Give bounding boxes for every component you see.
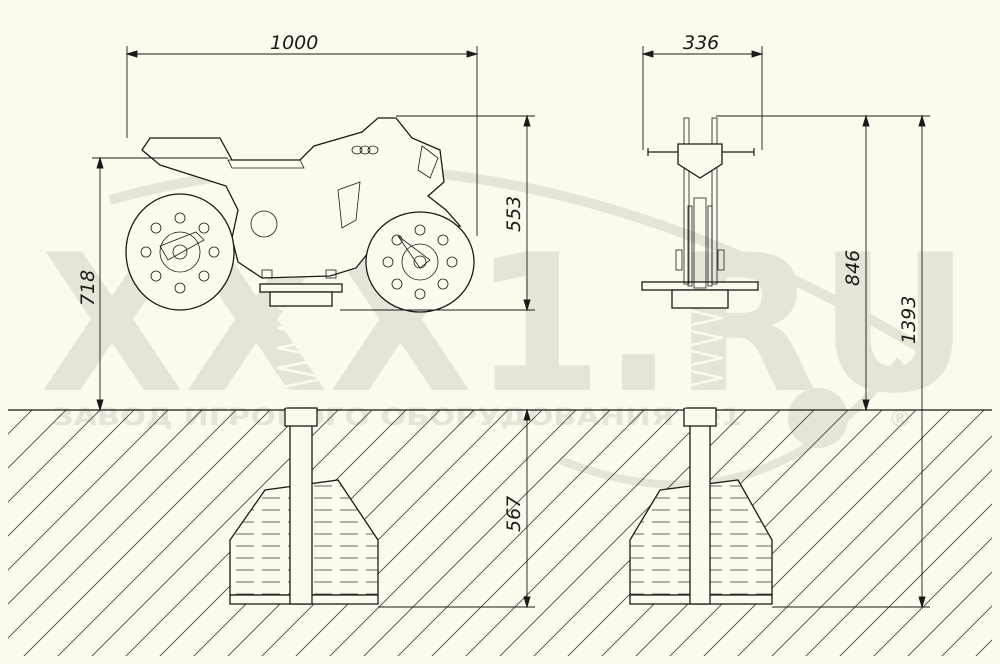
front-post-flange	[284, 407, 318, 427]
dim-foundation-depth: 567	[503, 496, 525, 532]
bike-bolt-right	[325, 269, 337, 279]
ground-section	[8, 409, 992, 656]
side-view	[629, 117, 773, 605]
front-spring	[259, 283, 343, 410]
dim-seat-height: 553	[503, 196, 525, 232]
spring-top-plate	[259, 283, 343, 293]
front-post	[289, 409, 313, 605]
bike-windshield	[417, 145, 439, 179]
side-post	[689, 409, 711, 605]
dim-side-width: 336	[683, 32, 719, 54]
side-wheel-edge	[693, 197, 707, 289]
bike-side-emblem	[250, 210, 278, 238]
side-frame-right	[711, 117, 718, 285]
rear-wheel	[125, 193, 235, 311]
spring-top-cup	[269, 291, 333, 307]
dim-side-height: 846	[842, 250, 864, 286]
front-wheel	[365, 211, 475, 313]
dim-front-width: 1000	[270, 32, 318, 54]
side-top-plate	[641, 281, 759, 291]
ground-hatch	[8, 410, 992, 656]
dim-total-height: 1393	[898, 296, 920, 344]
bike-logo-icon	[351, 145, 379, 155]
side-post-flange	[683, 407, 717, 427]
rear-wheel-arm	[159, 231, 205, 261]
front-foundation	[229, 407, 379, 605]
bike-seat	[227, 159, 305, 169]
dim-total-above-ground: 718	[77, 270, 99, 306]
bike-tank-detail	[337, 181, 361, 229]
bike-bolt-left	[261, 269, 273, 279]
side-frame-left	[683, 117, 690, 285]
front-fork	[397, 235, 431, 269]
headlight-panel	[677, 143, 723, 179]
side-spring-cup	[671, 289, 729, 309]
dimension-lines	[92, 46, 930, 609]
